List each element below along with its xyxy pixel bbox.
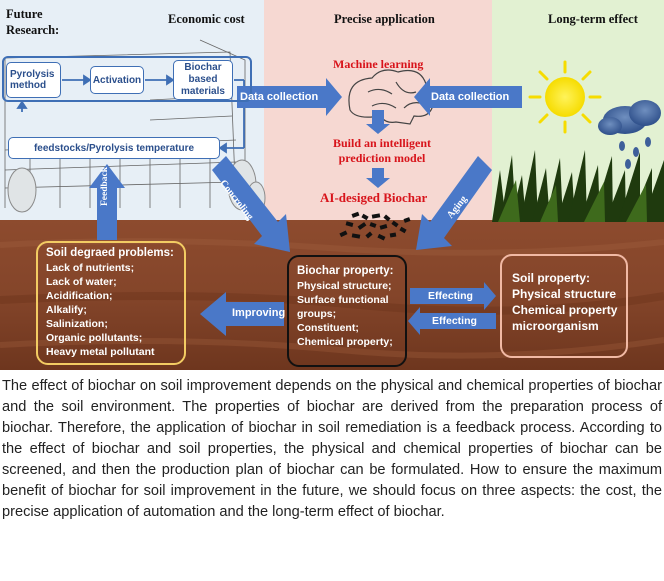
biochar-property-title: Biochar property: <box>297 265 394 277</box>
biochar-pieces-icon <box>339 211 411 241</box>
effecting-right-arrow <box>410 282 496 310</box>
biochar-property-list: Physical structure; Surface functional g… <box>297 279 405 349</box>
diagram-background <box>0 0 664 370</box>
soil-problems-list: Lack of nutrients; Lack of water; Acidif… <box>46 261 184 359</box>
list-item: Lack of water; <box>46 276 117 288</box>
list-item: Physical structure; <box>297 280 392 292</box>
list-item: Surface functional groups; <box>297 294 389 320</box>
list-item: Salinization; <box>46 318 108 330</box>
list-item: Chemical property; <box>297 336 393 348</box>
soil-problems-title: Soil degraed problems: <box>46 247 174 259</box>
list-item: Physical structure <box>512 287 617 301</box>
list-item: Heavy metal pollutant <box>46 346 155 358</box>
feedback-label: Feedback <box>100 166 110 206</box>
improving-label: Improving <box>232 307 286 319</box>
process-group-frame <box>2 56 252 102</box>
soil-property-box: Soil property: Physical structure Chemic… <box>500 254 628 358</box>
list-item: Organic pollutants; <box>46 332 143 344</box>
data-collection-left-label: Data collection <box>240 91 319 103</box>
data-collection-right-arrow <box>414 78 522 116</box>
rain-cloud-icon <box>598 100 661 169</box>
effecting-left-arrow <box>408 307 496 335</box>
sun-icon <box>528 60 602 134</box>
improving-arrow <box>200 292 284 336</box>
aging-arrow <box>416 156 492 250</box>
pyrolysis-method-box: Pyrolysis method <box>6 62 61 98</box>
biochar-property-box: Biochar property: Physical structure; Su… <box>287 255 407 367</box>
economic-panel-bg <box>0 0 264 220</box>
future-research-label: Future Research: <box>6 7 60 37</box>
precise-application-header: Precise application <box>334 12 435 26</box>
soil-problems-box: Soil degraed problems: Lack of nutrients… <box>36 241 186 365</box>
diagram-figure: Future Research: Economic cost Precise a… <box>0 0 664 370</box>
ai-biochar-label: AI-desiged Biochar <box>320 190 428 205</box>
feedstocks-box: feedstocks/Pyrolysis temperature <box>8 137 220 159</box>
build-model-label: Build an intelligent prediction model <box>332 136 432 165</box>
data-collection-right-label: Data collection <box>431 91 510 103</box>
data-collection-left-arrow <box>237 78 342 116</box>
economic-cost-header: Economic cost <box>168 12 245 26</box>
list-item: Constituent; <box>297 322 359 334</box>
feedback-arrow <box>89 164 125 240</box>
machine-learning-label: Machine learning <box>333 57 424 71</box>
effecting-right-label: Effecting <box>428 290 473 302</box>
controling-arrow <box>212 156 290 252</box>
figure-caption: The effect of biochar on soil improvemen… <box>2 378 662 520</box>
list-item: Acidification; <box>46 290 113 302</box>
activation-box: Activation <box>90 66 144 94</box>
soil-band <box>0 220 664 370</box>
long-term-effect-header: Long-term effect <box>548 12 638 26</box>
biochar-materials-box: Biochar based materials <box>173 60 233 100</box>
soil-property-title: Soil property: <box>512 271 591 285</box>
list-item: Alkalify; <box>46 304 87 316</box>
list-item: Chemical property <box>512 303 618 317</box>
list-item: microorganism <box>512 319 599 333</box>
effecting-left-label: Effecting <box>432 315 477 327</box>
list-item: Lack of nutrients; <box>46 262 135 274</box>
middle-flow-arrows <box>366 110 390 188</box>
